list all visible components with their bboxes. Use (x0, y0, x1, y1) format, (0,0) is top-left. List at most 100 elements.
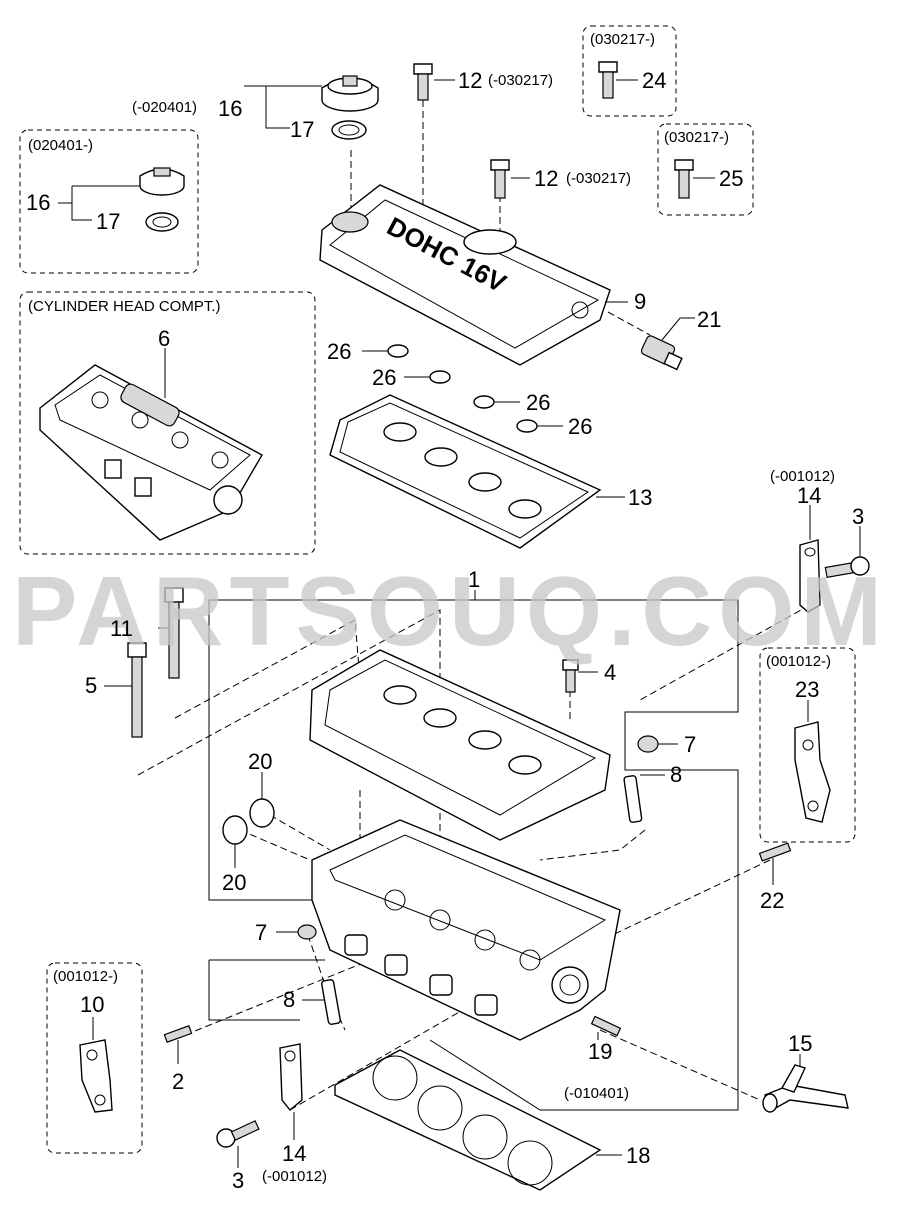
part-label-25: 25 (719, 166, 743, 191)
part-label-14-bottom: 14 (282, 1141, 306, 1166)
filler-cap-gasket-top (331, 120, 367, 140)
group-020401: (020401-) (28, 137, 93, 154)
code-14-bottom: (-001012) (262, 1168, 327, 1185)
group-030217-side: (030217-) (664, 129, 729, 146)
bolt-5 (127, 642, 147, 738)
box-001012-right (759, 647, 856, 843)
part-label-3-bottom: 3 (232, 1168, 244, 1193)
code-14-right: (-001012) (770, 468, 835, 485)
valve-guide-8-right (623, 775, 643, 823)
part-label-22: 22 (760, 888, 784, 913)
oil-filler-cap-top (321, 75, 379, 112)
cylinder-head-compt (39, 364, 263, 541)
part-label-14-right: 14 (797, 483, 821, 508)
cylinder-head (311, 819, 621, 1041)
code-19: (-010401) (564, 1085, 629, 1102)
part-label-26-c: 26 (526, 390, 550, 415)
bolt-25 (674, 159, 694, 199)
group-001012-right: (001012-) (766, 653, 831, 670)
bolt-24 (598, 61, 618, 99)
leader-16-17-box (71, 186, 92, 221)
bracket-23 (794, 721, 831, 823)
assembly-bracket-left-bottom (208, 960, 300, 1021)
part-label-8-left: 8 (283, 987, 295, 1012)
part-label-9: 9 (634, 289, 646, 314)
rocker-cover-gasket (329, 394, 602, 549)
o-ring-26-b (429, 370, 451, 384)
part-label-20-top: 20 (248, 749, 272, 774)
stud-22 (758, 842, 792, 862)
part-label-12-mid: 12 (534, 166, 558, 191)
part-label-26-d: 26 (568, 414, 592, 439)
o-ring-26-d (516, 419, 538, 433)
bolt-11 (164, 587, 184, 679)
part-label-26-a: 26 (327, 339, 351, 364)
plug-20-top (249, 798, 275, 828)
dash-seal7-left (307, 934, 346, 1031)
valve-stem-seal-7-right (637, 735, 659, 753)
part-label-4: 4 (604, 660, 616, 685)
box-cylinder-head-compt (19, 291, 316, 555)
dash-bolt11 (174, 619, 361, 719)
part-label-21: 21 (697, 307, 721, 332)
cam-carrier (309, 649, 611, 841)
stud-19 (590, 1015, 622, 1037)
filler-cap-gasket-box (145, 212, 179, 232)
dash-bracket14-bottom (289, 999, 481, 1111)
part-label-17-box: 17 (96, 209, 120, 234)
assembly-bracket-right (209, 599, 739, 1111)
valve-guide-8-left (321, 979, 341, 1025)
group-001012-left: (001012-) (53, 968, 118, 985)
part-label-11: 11 (110, 616, 133, 641)
part-label-2: 2 (172, 1069, 184, 1094)
head-gasket-18 (334, 1049, 602, 1191)
box-020401 (19, 129, 199, 274)
dash-plug20-bottom (239, 829, 311, 861)
part-label-7-left: 7 (255, 920, 267, 945)
bolt-3-bottom (216, 1120, 260, 1148)
dash-pipe15 (599, 1029, 761, 1101)
oil-filler-cap-box (139, 167, 185, 196)
part-label-20-bottom: 20 (222, 870, 246, 895)
part-label-24: 24 (642, 68, 666, 93)
part-label-3-right: 3 (852, 504, 864, 529)
bracket-14-right (799, 539, 821, 613)
bolt-12-top (413, 63, 433, 101)
leader-16-17-top (265, 86, 290, 129)
part-label-13: 13 (628, 485, 652, 510)
bracket-10 (79, 1039, 113, 1113)
part-label-15: 15 (788, 1031, 812, 1056)
rocker-cover: DOHC 16V (319, 184, 611, 366)
valve-stem-seal-7-left (297, 924, 317, 940)
part-label-16-box: 16 (26, 190, 50, 215)
dash-guide8 (539, 829, 646, 861)
dash-bolt5 (137, 609, 441, 776)
stud-2 (163, 1025, 193, 1043)
part-label-5: 5 (85, 673, 97, 698)
part-label-26-b: 26 (372, 365, 396, 390)
group-cylinder-head-compt: (CYLINDER HEAD COMPT.) (28, 298, 221, 315)
bracket-14-bottom (279, 1043, 303, 1111)
leader-21 (661, 317, 695, 341)
part-label-1: 1 (468, 567, 480, 592)
part-label-18: 18 (626, 1143, 650, 1168)
watermark: PARTSOUQ.COM (12, 556, 888, 666)
code-16-top: (-020401) (132, 99, 197, 116)
bolt-3-right (824, 556, 870, 579)
group-030217-top: (030217-) (590, 31, 655, 48)
box-001012-left (46, 962, 143, 1154)
part-label-8-right: 8 (670, 762, 682, 787)
o-ring-26-a (387, 344, 409, 358)
bolt-4 (562, 659, 579, 693)
dash-plug20-top (269, 814, 331, 851)
part-label-17-top: 17 (290, 117, 314, 142)
part-label-16-top: 16 (218, 96, 242, 121)
part-label-7-right: 7 (684, 732, 696, 757)
part-label-19: 19 (588, 1039, 612, 1064)
part-label-23: 23 (795, 677, 819, 702)
box-030217-top (582, 25, 677, 117)
plug-20-bottom (222, 815, 248, 845)
code-12-mid: (-030217) (566, 170, 631, 187)
